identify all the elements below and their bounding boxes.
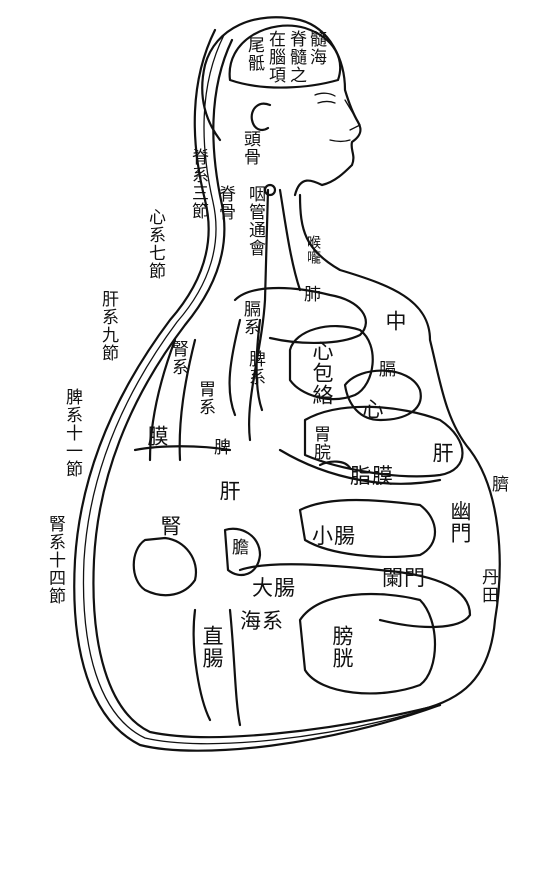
spine-canal (82, 34, 441, 745)
label-top-note: 在腦項 (265, 30, 285, 84)
liver-outline (303, 405, 464, 478)
label-spine-note-3: 肝系九節 (98, 290, 118, 362)
navel-ring (318, 460, 352, 470)
label-heart-low: 心 (360, 398, 384, 420)
label-liver: 肝 (217, 480, 241, 502)
label-spine-note-4: 脾系十一節 (62, 388, 82, 478)
kidney-membrane-band (133, 445, 232, 452)
label-bladder: 膀胱 (330, 625, 354, 669)
trachea (278, 188, 302, 292)
bladder-outline (298, 592, 436, 695)
face-nose (344, 99, 361, 131)
label-spine-note-1: 脊系三節 (188, 148, 208, 220)
label-heart-center: 中 (383, 310, 407, 332)
label-straight-gut: 直腸 (200, 625, 224, 669)
label-brain-sea: 髓海 (306, 30, 326, 66)
label-small-intestine: 小腸 (312, 524, 356, 548)
label-pericardium: 心包絡 (310, 340, 334, 406)
label-kidney-system: 腎系 (168, 340, 188, 376)
stomach-outline (343, 369, 422, 422)
spine-outer (73, 28, 442, 752)
label-membrane: 膜 (145, 425, 169, 447)
label-bottom-note: 尾骶 (244, 36, 264, 72)
head-outline (201, 16, 362, 197)
brain-lobe (228, 24, 342, 89)
fat-membrane-band (278, 448, 442, 485)
label-fat-membrane: 脂膜 (350, 464, 394, 488)
small-intestine-outline (298, 498, 436, 558)
label-sea-link: 海系 (240, 609, 284, 633)
face-eye (314, 92, 336, 97)
label-gate: 闌門 (382, 566, 426, 590)
torso-outline (298, 193, 501, 712)
label-stomach-cavity: 胃脘 (310, 425, 330, 461)
label-vertebrae: 脊骨 (215, 185, 235, 221)
label-liver-right: 肝 (430, 442, 454, 464)
label-navel: 臍 (488, 475, 508, 493)
label-gullet-passage: 咽管通會 (245, 185, 265, 257)
label-large-intestine: 大腸 (252, 576, 296, 600)
label-lung: 肺 (300, 285, 320, 303)
label-stomach-system: 胃系 (195, 380, 215, 416)
head-node (263, 183, 277, 197)
rectum-outline (192, 608, 242, 727)
label-kidney: 腎 (158, 515, 182, 537)
large-intestine-outline (238, 563, 472, 628)
label-throat: 喉嚨 (305, 235, 321, 265)
label-liver-link: 膈系 (240, 300, 260, 336)
label-spleen-system: 脾系 (245, 350, 265, 386)
spleen-system-ribbon (228, 318, 264, 417)
label-spleen: 脾 (210, 438, 230, 456)
spine-inner (92, 38, 442, 739)
label-spine-above: 脊髓之 (286, 30, 306, 84)
label-spine-note-2: 心系七節 (145, 208, 165, 280)
gallbladder-outline (223, 527, 262, 577)
label-skull-bone: 頭骨 (240, 130, 260, 166)
label-gallbladder: 膽 (228, 538, 248, 556)
label-diaphragm-fat: 膈 (375, 360, 395, 378)
lung-outline (233, 286, 367, 344)
kidney-lobes (132, 536, 198, 597)
label-spine-note-5: 腎系十四節 (45, 515, 65, 605)
heart-outline (288, 325, 374, 400)
label-dantian: 丹田 (478, 568, 498, 604)
face-mouth (329, 139, 351, 143)
face-eye-lower (317, 100, 336, 104)
ear-outline (250, 102, 272, 131)
label-pylorus: 幽門 (448, 500, 472, 544)
